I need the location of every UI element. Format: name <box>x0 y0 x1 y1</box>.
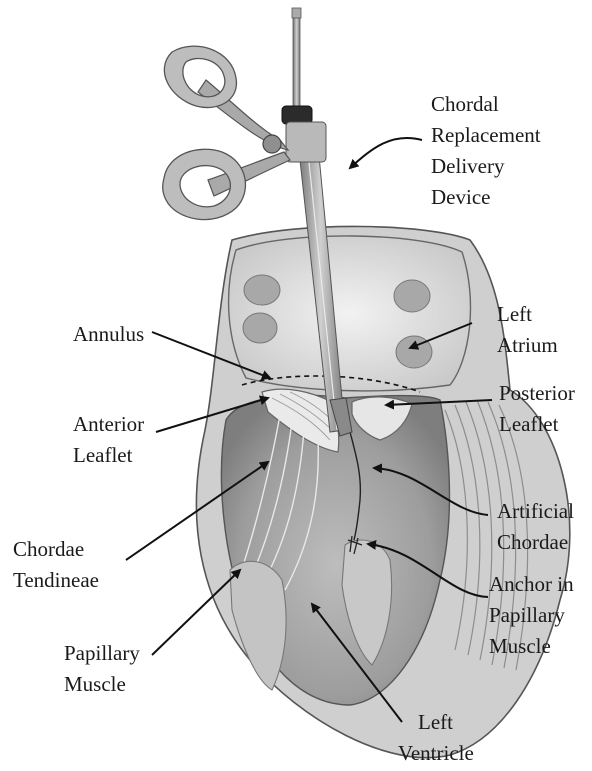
label-chordae-tendineae: Chordae Tendineae <box>13 537 99 592</box>
label-anterior-leaflet: Anterior Leaflet <box>73 412 149 467</box>
device-knob <box>282 106 312 124</box>
vein-opening-1 <box>244 275 280 305</box>
device-finger-ring-lower <box>163 149 246 219</box>
papillary-muscle-left <box>230 561 286 690</box>
device-top-rod <box>293 12 300 112</box>
label-left-atrium: Left Atrium <box>497 302 558 357</box>
label-anchor: Anchor in Papillary Muscle <box>489 572 579 658</box>
label-annulus: Annulus <box>73 322 144 346</box>
vein-opening-2 <box>243 313 277 343</box>
device-pivot <box>263 135 281 153</box>
device-rod-tip <box>292 8 301 18</box>
label-delivery-device: Chordal Replacement Delivery Device <box>431 92 546 209</box>
vein-opening-3 <box>394 280 430 312</box>
device-finger-ring-upper <box>164 46 236 107</box>
label-papillary-muscle: Papillary Muscle <box>64 641 145 696</box>
pointer-delivery-device <box>350 138 422 168</box>
device-collar <box>286 122 326 162</box>
